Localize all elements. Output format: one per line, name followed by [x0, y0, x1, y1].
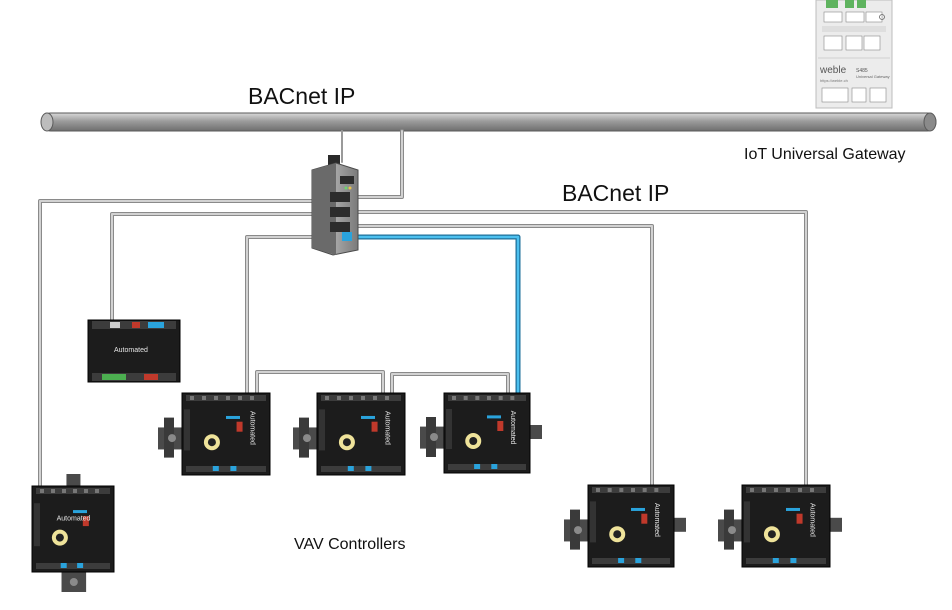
vav-controller-left: Automated — [31, 474, 115, 592]
vav-controller-2-brand-text: Automated — [384, 411, 391, 445]
cable-to-right-controller-1 — [356, 224, 654, 492]
vav-controller-right-1: Automated — [564, 484, 686, 568]
cable-switch-uplink — [341, 129, 404, 199]
backbone-label: BACnet IP — [248, 83, 355, 109]
vav-controller-3: Automated — [420, 392, 542, 474]
branch-label: BACnet IP — [562, 180, 669, 206]
bacnet-backbone-bus — [40, 112, 937, 132]
cable-to-room-controller — [110, 212, 324, 324]
vav-controller-2: Automated — [293, 392, 406, 476]
vav-controller-1: Automated — [158, 392, 271, 476]
vav-controller-left-brand-text: Automated — [57, 515, 91, 522]
cable-to-left-controller — [38, 199, 322, 492]
cable-to-right-controller-2 — [356, 210, 808, 492]
room-controller-brand-text: Automated — [114, 347, 148, 354]
vav-controllers-label: VAV Controllers — [294, 536, 405, 553]
ethernet-switch — [311, 155, 359, 256]
gateway-url-text: https://weble.ch — [820, 78, 848, 83]
vav-controller-3-brand-text: Automated — [509, 411, 516, 445]
gateway-label: IoT Universal Gateway — [744, 146, 906, 163]
room-controller: Automated — [87, 319, 181, 383]
vav-controller-right-2-brand-text: Automated — [809, 503, 816, 537]
blue-cable-to-vav-3 — [347, 234, 521, 401]
gateway-brand-text: weble — [819, 65, 847, 76]
gateway-subtitle-text: Universal Gateway — [856, 74, 890, 79]
vav-controller-1-brand-text: Automated — [249, 411, 256, 445]
gateway-model-text: S485 — [856, 68, 868, 74]
vav-controller-right-2: Automated — [718, 484, 842, 568]
cable-to-vav-1 — [245, 235, 324, 398]
cable-daisy-vav1-vav2 — [255, 370, 385, 400]
iot-gateway-device: weble S485 Universal Gateway https://web… — [815, 0, 893, 109]
vav-controller-right-1-brand-text: Automated — [653, 503, 660, 537]
cable-daisy-vav2-vav3 — [390, 372, 510, 400]
ethernet-cables — [38, 129, 808, 492]
